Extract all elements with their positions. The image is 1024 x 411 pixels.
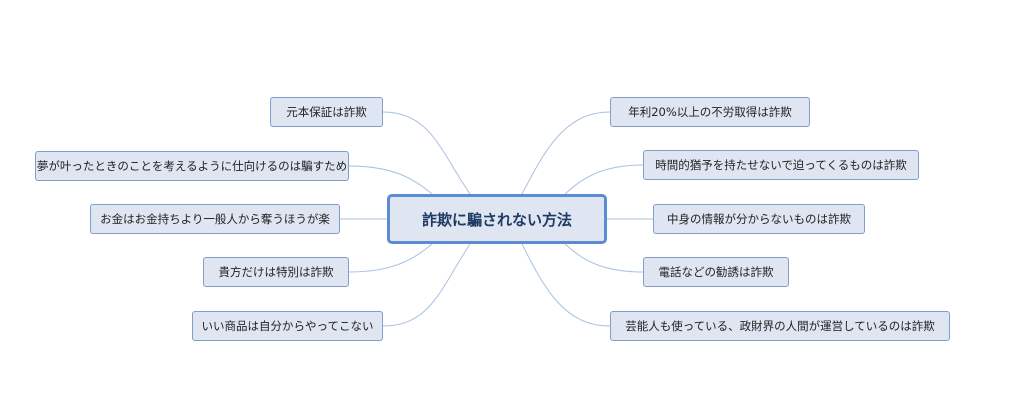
topic-left-5[interactable]: いい商品は自分からやってこない [192,311,383,341]
connector-right-4 [564,243,644,273]
connector-left-4 [348,243,433,273]
central-topic[interactable]: 詐欺に騙されない方法 [387,194,607,244]
topic-left-2[interactable]: 夢が叶ったときのことを考えるように仕向けるのは騙すため [35,151,349,181]
topic-right-4[interactable]: 電話などの勧誘は詐欺 [643,257,789,287]
topic-left-1[interactable]: 元本保証は詐欺 [270,97,383,127]
connector-right-1 [521,111,611,195]
connector-left-1 [382,111,471,195]
connector-left-5 [382,243,471,327]
topic-right-2[interactable]: 時間的猶予を持たせないで迫ってくるものは詐欺 [643,150,919,180]
topic-right-1[interactable]: 年利20%以上の不労取得は詐欺 [610,97,810,127]
connector-right-5 [521,243,611,327]
topic-left-4[interactable]: 貴方だけは特別は詐欺 [203,257,349,287]
topic-left-3[interactable]: お金はお金持ちより一般人から奪うほうが楽 [90,204,340,234]
topic-right-3[interactable]: 中身の情報が分からないものは詐欺 [653,204,865,234]
connector-right-2 [564,164,644,195]
topic-right-5[interactable]: 芸能人も使っている、政財界の人間が運営しているのは詐欺 [610,311,950,341]
connector-left-2 [348,165,433,195]
